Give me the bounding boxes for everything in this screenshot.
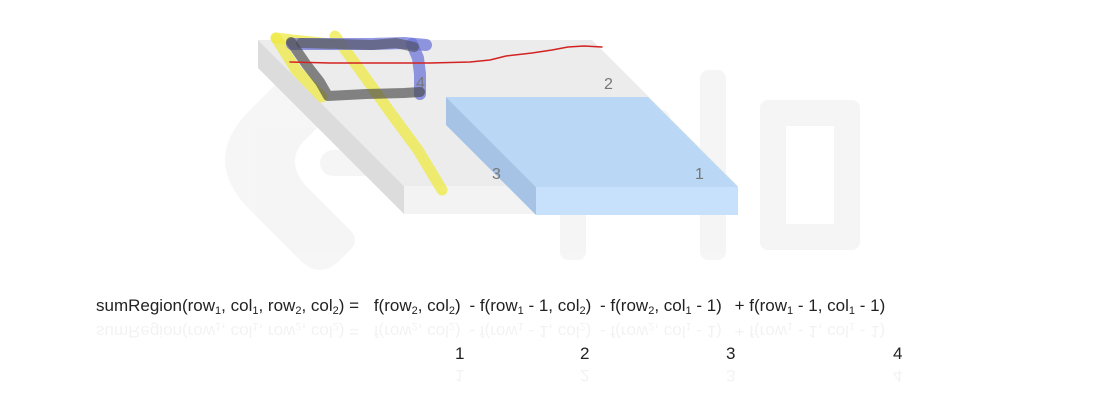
term-label-3-reflection: 3 [726,366,736,385]
formula-term-1: f(row2, col2) [373,296,461,317]
red-annotation-line [289,45,603,64]
region-label-3: 3 [492,166,501,183]
term-label-1-reflection: 1 [455,366,465,385]
term-label-3: 3 [726,344,736,363]
plate-left-side [258,40,404,214]
term-label-1: 1 [455,344,465,363]
term-label-2: 2 [580,344,590,363]
yellow-stroke-long [329,30,448,196]
term-label-4-reflection: 4 [893,366,903,385]
yellow-stroke-diagonal [270,32,328,103]
region-label-1: 1 [695,166,704,183]
dark-stroke-top [296,38,419,52]
dark-highlight-strokes [286,37,425,101]
region-front-face [536,187,738,215]
region-left-side [446,97,536,215]
term-label-2-reflection: 2 [580,366,590,385]
term-label-4: 4 [893,344,903,363]
region-label-4: 4 [416,75,425,92]
query-region-block [446,97,738,215]
formula-term-3: - f(row2, col1 - 1) [600,296,722,317]
formula-term-4: + f(row1 - 1, col1 - 1) [734,296,886,317]
formula-reflection: sumRegion(row1, col1, row2, col2) = f(ro… [96,320,886,341]
formula-lhs: sumRegion(row1, col1, row2, col2) = [96,296,360,317]
region-label-2: 2 [604,76,613,93]
region-top-face [446,97,738,187]
dark-stroke-loop [286,37,425,101]
formula-term-2: - f(row1 - 1, col2) [469,296,592,317]
sum-region-formula: sumRegion(row1, col1, row2, col2) = f(ro… [96,296,885,317]
